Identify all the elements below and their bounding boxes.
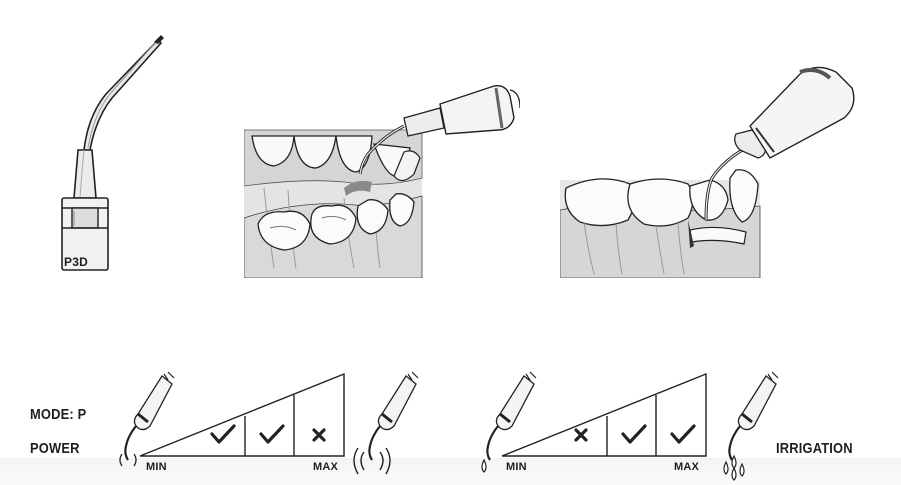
irrigation-label: IRRIGATION <box>776 440 853 457</box>
dental-illustration-front <box>244 85 520 278</box>
irrigation-max-label: MAX <box>674 461 700 473</box>
power-level-2-check-icon <box>210 424 236 444</box>
irrigation-level-3-check-icon <box>621 424 647 444</box>
handpiece-irrigation-min-icon <box>481 371 537 473</box>
power-level-4-cross-icon <box>312 428 326 442</box>
power-level-triangle <box>139 372 345 457</box>
power-min-label: MIN <box>146 461 167 473</box>
handpiece-power-min-icon <box>119 371 175 467</box>
power-level-3-check-icon <box>259 424 285 444</box>
tip-code-label: P3D <box>64 255 88 269</box>
power-label: POWER <box>30 440 80 457</box>
irrigation-level-triangle <box>501 372 707 457</box>
power-max-label: MAX <box>313 461 339 473</box>
bottom-strip <box>0 458 901 485</box>
handpiece-power-max-icon <box>353 371 419 475</box>
irrigation-level-2-cross-icon <box>574 428 588 442</box>
handpiece-irrigation-max-icon <box>723 371 779 481</box>
irrigation-level-4-check-icon <box>670 424 696 444</box>
dental-illustration-side <box>560 66 855 278</box>
irrigation-min-label: MIN <box>506 461 527 473</box>
mode-label: MODE: P <box>30 406 87 423</box>
tip-p3d-illustration <box>61 35 164 271</box>
